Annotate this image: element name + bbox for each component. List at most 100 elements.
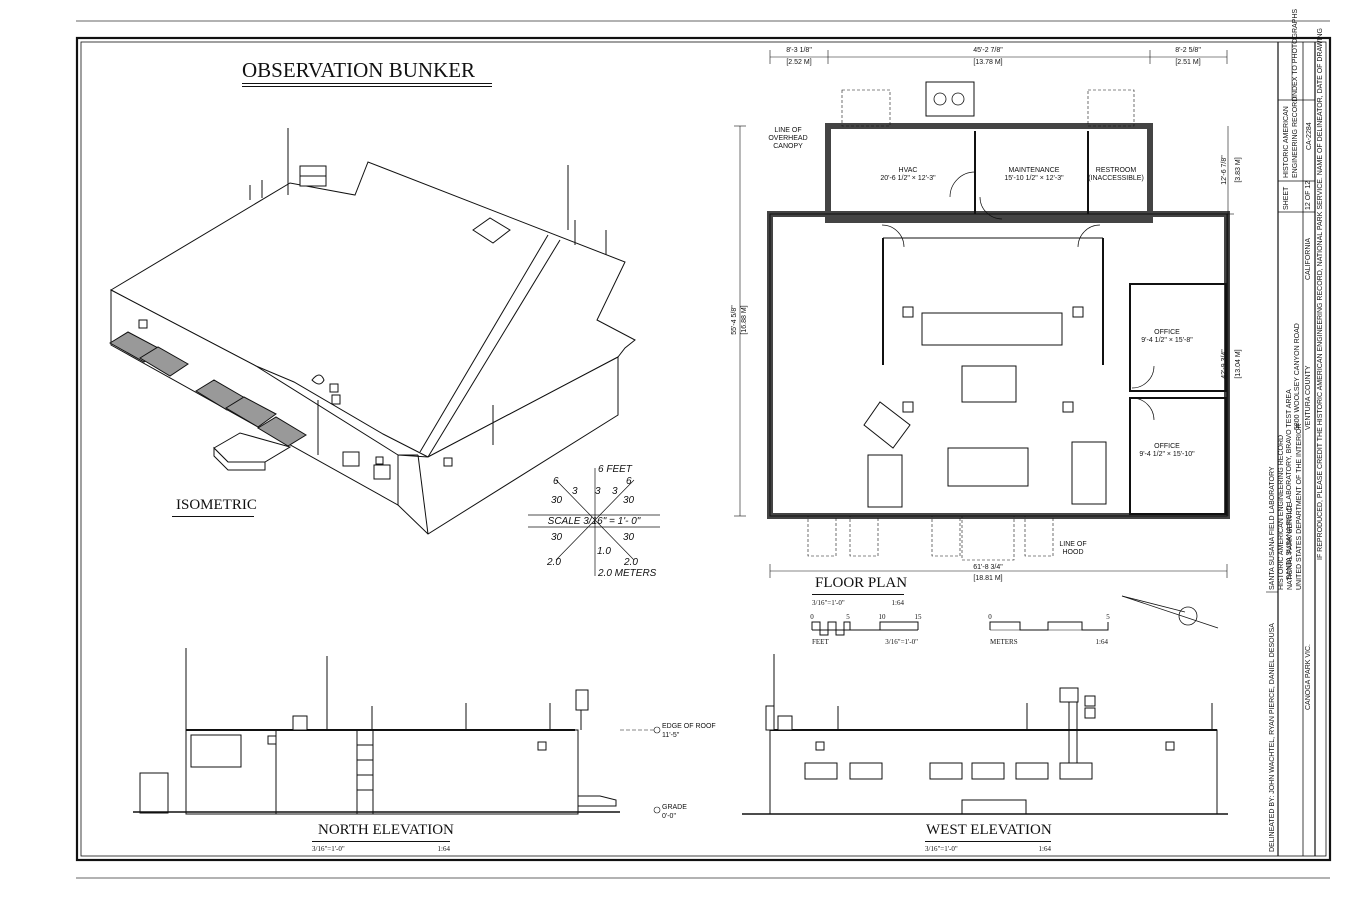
haer-number: CA-2284 <box>1306 122 1313 150</box>
hvac-dim: 20'-6 1/2" × 12'-3" <box>880 175 936 182</box>
iso-scale-feet: 6 FEET <box>598 464 633 475</box>
dim-right-bottom: 42'-9 3/4" <box>1221 349 1228 379</box>
dim-bottom-m: [18.81 M] <box>973 575 1002 582</box>
west-scale: 3/16"=1'-0" <box>925 845 958 853</box>
dim-top-right-m: [2.51 M] <box>1175 59 1200 66</box>
org-line-1: SANTA SUSANA FIELD LABORATORY <box>1269 466 1276 590</box>
iso-scale-meters: 2.0 METERS <box>597 568 657 579</box>
west-elevation <box>742 654 1228 815</box>
feet-tick-15: 15 <box>915 613 923 621</box>
feet-tick-0: 0 <box>810 613 814 621</box>
iso-scale-3-a: 3 <box>572 486 578 497</box>
maintenance-label: MAINTENANCE <box>1009 167 1060 174</box>
scale-bars <box>811 621 1109 636</box>
org-line-3: NATIONAL PARK SERVICE <box>1287 502 1294 590</box>
dim-top-center: 45'-2 7/8" <box>973 47 1003 54</box>
dim-bottom: 61'-8 3/4" <box>973 564 1003 571</box>
project-state: CALIFORNIA <box>1305 238 1312 280</box>
floor-scale-ratio: 1:64 <box>892 599 905 607</box>
dim-top-right: 8'-2 5/8" <box>1175 47 1201 54</box>
haer-label-2: ENGINEERING RECORD <box>1292 97 1299 178</box>
meter-tick-5: 5 <box>1106 613 1110 621</box>
iso-scale-30-b: 30 <box>623 495 635 506</box>
dim-right-top: 12'-6 7/8" <box>1221 155 1228 185</box>
iso-scale-center: SCALE 3/16" = 1'- 0" <box>548 516 641 527</box>
delineated-by: DELINEATED BY: JOHN WACHTEL, RYAN PIERCE… <box>1269 623 1276 852</box>
isometric-scale-labels: 6 FEET 2.0 METERS SCALE 3/16" = 1'- 0" 6… <box>546 464 657 579</box>
feet-tick-10: 10 <box>879 613 887 621</box>
isometric-title-rule <box>172 516 254 517</box>
dim-top-left: 8'-3 1/8" <box>786 47 812 54</box>
hvac-label: HVAC <box>899 167 918 174</box>
drawing-border-inner <box>80 41 1327 857</box>
title-block-lines <box>1266 42 1316 856</box>
hood-label-1: LINE OF <box>1059 541 1086 548</box>
canopy-label-1: LINE OF <box>774 127 801 134</box>
org-line-4: UNITED STATES DEPARTMENT OF THE INTERIOR <box>1296 424 1303 590</box>
iso-scale-6-right: 6 <box>626 476 632 487</box>
grade-label: GRADE <box>662 804 687 811</box>
dim-right-bottom-m: [13.04 M] <box>1235 349 1242 378</box>
dim-top-left-m: [2.52 M] <box>786 59 811 66</box>
meter-ratio: 1:64 <box>1096 638 1109 646</box>
iso-scale-3-b: 3 <box>595 486 601 497</box>
floor-plan <box>734 50 1234 578</box>
isometric-drawing <box>109 128 636 535</box>
isometric-title: ISOMETRIC <box>176 497 257 513</box>
feet-unit: FEET <box>812 638 829 646</box>
sheet-label: SHEET <box>1283 186 1290 210</box>
main-title: OBSERVATION BUNKER <box>242 58 476 82</box>
feet-tick-5: 5 <box>846 613 850 621</box>
project-city: CANOGA PARK VIC. <box>1305 644 1312 710</box>
restroom-sub: (INACCESSIBLE) <box>1088 175 1144 182</box>
project-title: SANTA SUSANA FIELD LABORATORY, BRAVO TES… <box>1286 389 1293 580</box>
floor-plan-title: FLOOR PLAN <box>815 575 908 591</box>
floor-scale: 3/16"=1'-0" <box>812 599 845 607</box>
hood-label-2: HOOD <box>1063 549 1084 556</box>
org-line-2: HISTORIC AMERICAN ENGINEERING RECORD <box>1278 435 1285 590</box>
main-title-rule-2 <box>242 86 492 87</box>
floor-plan-labels: HVAC 20'-6 1/2" × 12'-3" MAINTENANCE 15'… <box>731 47 1242 582</box>
haer-label-1: HISTORIC AMERICAN <box>1283 106 1290 178</box>
canopy-label-2: OVERHEAD <box>768 135 807 142</box>
north-elevation-title-rule <box>312 841 450 842</box>
project-address: 5800 WOOLSEY CANYON ROAD <box>1294 323 1301 430</box>
isometric-scale <box>528 468 660 576</box>
iso-scale-2-0-right: 2.0 <box>623 557 638 568</box>
main-title-rule <box>242 83 492 84</box>
edge-of-roof-label: EDGE OF ROOF <box>662 723 716 730</box>
office-1-label: OFFICE <box>1154 329 1180 336</box>
canopy-label-3: CANOPY <box>773 143 803 150</box>
grade-height: 0'-0" <box>662 813 676 820</box>
iso-scale-2-0-left: 2.0 <box>546 557 561 568</box>
reproduction-credit: IF REPRODUCED, PLEASE CREDIT THE HISTORI… <box>1317 28 1324 560</box>
feet-scale: 3/16"=1'-0" <box>885 638 918 646</box>
north-scale-ratio: 1:64 <box>438 845 451 853</box>
office-2-label: OFFICE <box>1154 443 1180 450</box>
sheet-number: 12 OF 12 <box>1305 181 1312 210</box>
west-elevation-title: WEST ELEVATION <box>926 822 1052 838</box>
dim-right-top-m: [3.83 M] <box>1235 157 1242 182</box>
index-note: INDEX TO PHOTOGRAPHS <box>1292 9 1299 98</box>
iso-scale-30-a: 30 <box>551 495 563 506</box>
north-elevation-title: NORTH ELEVATION <box>318 822 454 838</box>
iso-scale-30-d: 30 <box>623 532 635 543</box>
north-scale: 3/16"=1'-0" <box>312 845 345 853</box>
iso-scale-3-c: 3 <box>612 486 618 497</box>
west-scale-ratio: 1:64 <box>1039 845 1052 853</box>
dim-left-m: [16.88 M] <box>741 305 748 334</box>
restroom-label: RESTROOM <box>1096 167 1137 174</box>
maintenance-dim: 15'-10 1/2" × 12'-3" <box>1004 175 1064 182</box>
iso-scale-6-left: 6 <box>553 476 559 487</box>
edge-of-roof-height: 11'-5" <box>662 732 680 739</box>
west-elevation-title-rule <box>925 841 1051 842</box>
project-county: VENTURA COUNTY <box>1305 365 1312 430</box>
iso-scale-1-0: 1.0 <box>597 546 611 557</box>
iso-scale-30-c: 30 <box>551 532 563 543</box>
elevation-markers <box>620 726 661 814</box>
dim-left: 55'-4 5/8" <box>731 305 738 335</box>
office-1-dim: 9'-4 1/2" × 15'-8" <box>1141 337 1193 344</box>
north-elevation <box>133 648 620 815</box>
meter-unit: METERS <box>990 638 1018 646</box>
